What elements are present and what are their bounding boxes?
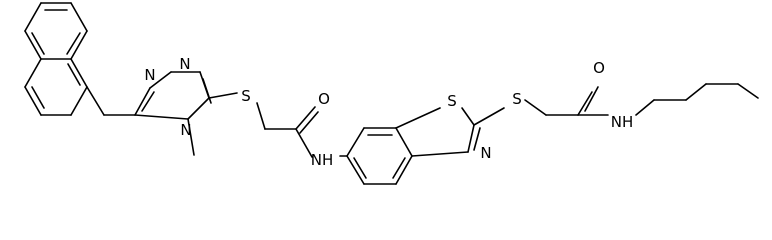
triazole-ring <box>134 71 212 120</box>
atom-s-left: S <box>241 87 251 105</box>
right-acetamide-chain <box>473 86 609 126</box>
atom-s-thiazole: S <box>447 92 457 110</box>
atom-n-thiazole: N <box>480 144 491 162</box>
naphthalene <box>24 2 88 116</box>
thiazole-ring <box>395 107 481 157</box>
atom-o-right: O <box>593 59 605 77</box>
left-acetamide-chain <box>208 92 319 158</box>
atom-nh-right: NH <box>611 113 634 131</box>
butyl-chain <box>635 83 759 116</box>
molecule-diagram: N N N S O NH S N S O NH <box>24 2 759 185</box>
methylene-linker <box>86 86 136 116</box>
atom-n-methyl: N <box>180 121 191 139</box>
atom-n-triazole-2: N <box>179 55 190 73</box>
atom-nh-left: NH <box>311 151 334 169</box>
benzothiazole-benzene <box>346 127 413 185</box>
atom-s-right: S <box>512 90 522 108</box>
atom-o-left: O <box>318 90 330 108</box>
n-methyl-bond <box>187 118 195 156</box>
atom-n-triazole-1: N <box>144 66 155 84</box>
